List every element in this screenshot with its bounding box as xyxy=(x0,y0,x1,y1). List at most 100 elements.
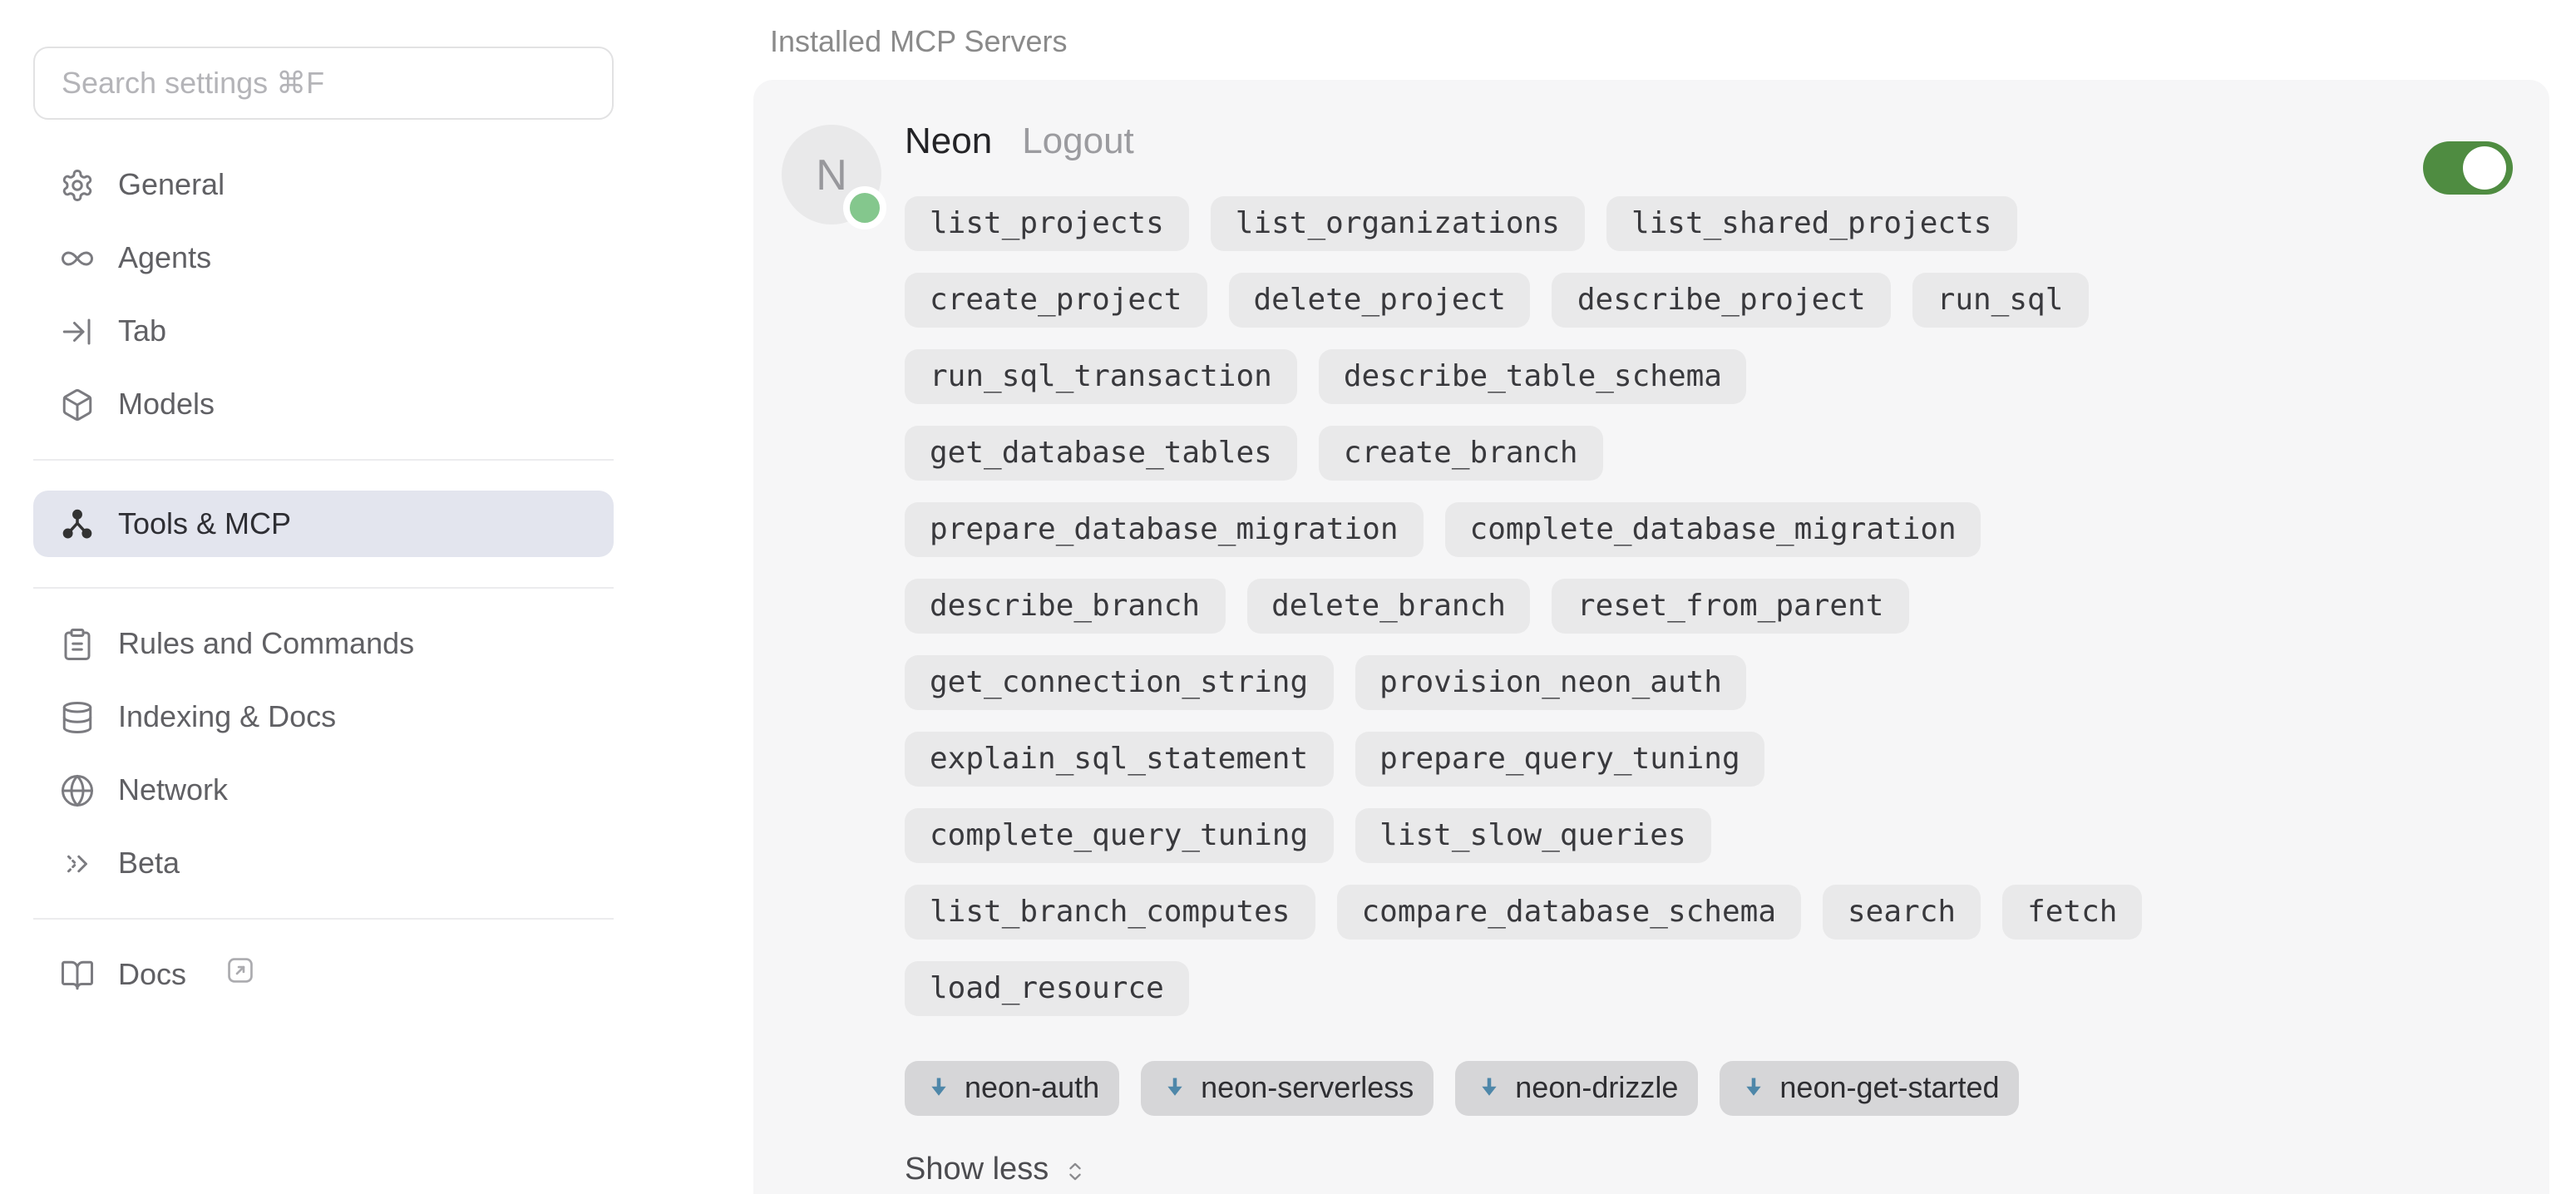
book-open-icon xyxy=(62,960,93,989)
sidebar-item-tab[interactable]: Tab xyxy=(33,306,614,356)
tool-tag[interactable]: describe_project xyxy=(1552,273,1891,328)
infinity-icon xyxy=(62,250,93,265)
sidebar-item-models[interactable]: Models xyxy=(33,379,614,429)
server-status-dot xyxy=(843,186,886,229)
server-avatar-letter: N xyxy=(816,149,847,199)
tool-tag[interactable]: prepare_query_tuning xyxy=(1355,732,1765,787)
globe-icon xyxy=(62,774,93,806)
tool-tag[interactable]: load_resource xyxy=(905,961,1189,1016)
subserver-row: neon-auth neon-serverless neon-drizzle neon… xyxy=(905,1061,2513,1116)
database-icon xyxy=(62,701,92,733)
tool-row: run_sql_transaction describe_table_schema xyxy=(905,349,2513,404)
tool-row: list_projects list_organizations list_shar… xyxy=(905,196,2513,251)
network-nodes-icon xyxy=(62,508,92,538)
server-avatar: N xyxy=(782,125,886,229)
chevrons-up-down-icon xyxy=(1068,1162,1080,1180)
subserver-chip[interactable]: neon-drizzle xyxy=(1455,1061,1699,1116)
sidebar-group-docs: Docs xyxy=(33,950,614,999)
sidebar-item-label: Indexing & Docs xyxy=(118,699,337,733)
tool-tag[interactable]: run_sql xyxy=(1912,273,2089,328)
download-arrow-icon xyxy=(931,1078,946,1096)
search-settings-input[interactable] xyxy=(58,64,589,102)
tool-tag[interactable]: get_connection_string xyxy=(905,655,1334,710)
download-arrow-icon xyxy=(1482,1078,1497,1096)
tab-arrow-icon xyxy=(62,318,91,344)
tool-tag[interactable]: create_project xyxy=(905,273,1207,328)
tool-tag[interactable]: complete_database_migration xyxy=(1444,502,1981,557)
sidebar-item-label: Network xyxy=(118,772,229,806)
tool-tag[interactable]: describe_table_schema xyxy=(1318,349,1747,404)
subserver-chip-label: neon-drizzle xyxy=(1515,1071,1679,1104)
sidebar-item-label: Tools & MCP xyxy=(118,506,292,540)
tool-tag[interactable]: search xyxy=(1823,885,1981,940)
tool-tag[interactable]: run_sql_transaction xyxy=(905,349,1297,404)
sidebar-item-label: Rules and Commands xyxy=(118,626,415,659)
sidebar-group-main: General Agents Tab Models xyxy=(33,160,614,429)
chevrons-right-icon xyxy=(67,854,87,872)
logout-link[interactable]: Logout xyxy=(1022,120,1134,161)
tool-tag[interactable]: list_slow_queries xyxy=(1355,808,1711,863)
download-arrow-icon xyxy=(1746,1078,1762,1096)
external-link-icon xyxy=(225,955,256,994)
server-name-row: Neon Logout xyxy=(905,120,2513,180)
tool-tag[interactable]: create_branch xyxy=(1318,426,1603,481)
sidebar-item-label: Models xyxy=(118,387,215,420)
subserver-chip[interactable]: neon-auth xyxy=(905,1061,1120,1116)
sidebar-item-agents[interactable]: Agents xyxy=(33,233,614,283)
tool-tag[interactable]: list_projects xyxy=(905,196,1189,251)
toggle-knob xyxy=(2463,146,2506,190)
subserver-chip-label: neon-get-started xyxy=(1779,1071,2000,1104)
gear-icon xyxy=(62,169,92,200)
tool-rows: list_projects list_organizations list_shar… xyxy=(905,196,2513,1016)
tool-tag[interactable]: get_database_tables xyxy=(905,426,1297,481)
tool-row: prepare_database_migration complete_datab… xyxy=(905,502,2513,557)
sidebar-item-indexing-docs[interactable]: Indexing & Docs xyxy=(33,692,614,742)
sidebar-item-network[interactable]: Network xyxy=(33,765,614,815)
show-less-label: Show less xyxy=(905,1152,1049,1187)
tool-row: create_project delete_project describe_pro… xyxy=(905,273,2513,328)
sidebar-item-label: Docs xyxy=(118,957,187,990)
tool-tag[interactable]: prepare_database_migration xyxy=(905,502,1424,557)
tool-tag[interactable]: list_branch_computes xyxy=(905,885,1315,940)
sidebar-item-general[interactable]: General xyxy=(33,160,614,210)
sidebar-item-beta[interactable]: Beta xyxy=(33,838,614,888)
sidebar-group-secondary: Rules and Commands Indexing & Docs Netwo… xyxy=(33,619,614,888)
tool-tag[interactable]: list_shared_projects xyxy=(1606,196,2017,251)
tool-tag[interactable]: list_organizations xyxy=(1210,196,1585,251)
sidebar-divider xyxy=(33,459,614,461)
tool-tag[interactable]: compare_database_schema xyxy=(1336,885,1801,940)
cube-icon xyxy=(62,388,92,420)
server-content: Neon Logout list_projects list_organizati… xyxy=(905,120,2513,1189)
tool-tag[interactable]: explain_sql_statement xyxy=(905,732,1334,787)
sidebar-divider xyxy=(33,587,614,589)
tool-tag[interactable]: provision_neon_auth xyxy=(1355,655,1747,710)
tool-row: load_resource xyxy=(905,961,2513,1016)
tool-tag[interactable]: complete_query_tuning xyxy=(905,808,1334,863)
tool-tag[interactable]: reset_from_parent xyxy=(1552,579,1909,634)
tool-row: explain_sql_statement prepare_query_tunin… xyxy=(905,732,2513,787)
sidebar-item-label: General xyxy=(118,167,225,200)
sidebar-item-docs[interactable]: Docs xyxy=(33,950,614,999)
tool-tag[interactable]: delete_branch xyxy=(1246,579,1531,634)
show-less-button[interactable]: Show less xyxy=(905,1152,1087,1189)
server-name: Neon xyxy=(905,120,993,161)
sidebar-item-tools-mcp[interactable]: Tools & MCP xyxy=(33,491,614,557)
sidebar-item-rules-commands[interactable]: Rules and Commands xyxy=(33,619,614,669)
mcp-server-card: N Neon Logout list_projects list_organiza… xyxy=(753,80,2549,1194)
tool-row: complete_query_tuning list_slow_queries xyxy=(905,808,2513,863)
subserver-chip[interactable]: neon-get-started xyxy=(1720,1061,2020,1116)
settings-main: Installed MCP Servers N Neon Logout list… xyxy=(647,0,2576,1194)
subserver-chip-label: neon-serverless xyxy=(1201,1071,1414,1104)
clipboard-icon xyxy=(64,628,91,659)
tool-tag[interactable]: delete_project xyxy=(1228,273,1531,328)
sidebar-item-label: Tab xyxy=(118,313,167,347)
settings-sidebar: General Agents Tab Models Tools & MCP xyxy=(0,0,647,1194)
server-enabled-toggle[interactable] xyxy=(2423,141,2513,195)
tool-row: get_connection_string provision_neon_auth xyxy=(905,655,2513,710)
search-settings-box xyxy=(33,47,614,120)
tool-tag[interactable]: fetch xyxy=(2002,885,2143,940)
tool-tag[interactable]: describe_branch xyxy=(905,579,1226,634)
subserver-chip[interactable]: neon-serverless xyxy=(1141,1061,1434,1116)
download-arrow-icon xyxy=(1167,1078,1182,1096)
